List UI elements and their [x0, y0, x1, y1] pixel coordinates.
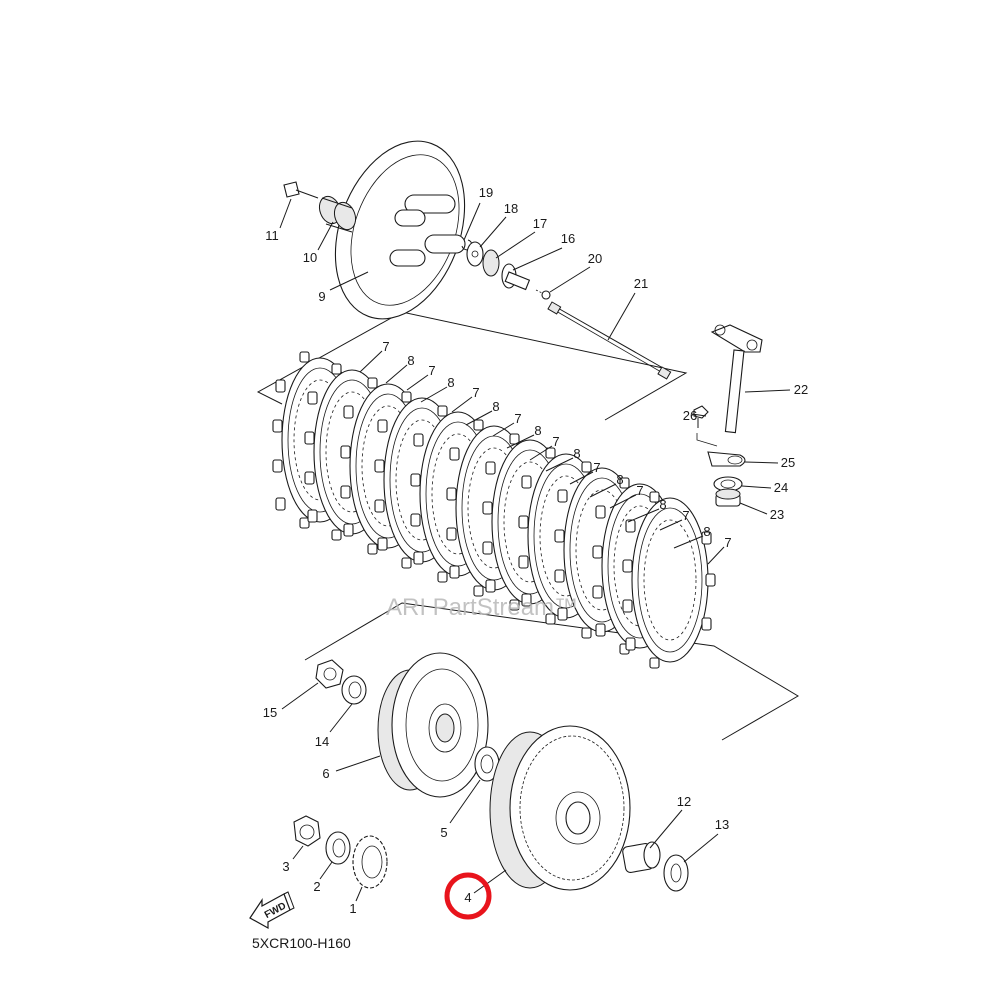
spacer-12 — [622, 841, 661, 873]
callout-5[interactable]: 5 — [440, 825, 447, 840]
bearing-17 — [482, 249, 500, 277]
lock-washer-2 — [325, 831, 351, 865]
callout-plate-7[interactable]: 7 — [682, 508, 689, 523]
nut-3 — [293, 815, 321, 847]
push-lever-shaft-22 — [710, 324, 763, 434]
callout-plate-7[interactable]: 7 — [472, 385, 479, 400]
callout-10[interactable]: 10 — [303, 250, 317, 265]
bolt-11 — [283, 181, 319, 199]
callout-plate-8[interactable]: 8 — [407, 353, 414, 368]
callout-23[interactable]: 23 — [770, 507, 784, 522]
washer-13 — [663, 854, 689, 892]
callout-plate-7[interactable]: 7 — [724, 535, 731, 550]
callout-22[interactable]: 22 — [794, 382, 808, 397]
callout-19[interactable]: 19 — [479, 185, 493, 200]
callout-21[interactable]: 21 — [634, 276, 648, 291]
clutch-boss-6 — [377, 652, 489, 798]
push-rod-21 — [547, 301, 672, 380]
callout-plate-7[interactable]: 7 — [514, 411, 521, 426]
clutch-housing-4 — [489, 725, 631, 891]
push-rod-16 — [501, 263, 531, 291]
needle-bearing-23 — [715, 488, 741, 507]
callout-plate-7[interactable]: 7 — [593, 460, 600, 475]
callout-plate-8[interactable]: 8 — [534, 423, 541, 438]
primary-drive-gear-1 — [352, 835, 388, 889]
callout-labels: 1 2 3 4 5 6 9 10 11 12 13 14 15 16 17 18… — [263, 185, 808, 916]
callout-25[interactable]: 25 — [781, 455, 795, 470]
callout-6[interactable]: 6 — [322, 766, 329, 781]
callout-17[interactable]: 17 — [533, 216, 547, 231]
callout-11[interactable]: 11 — [265, 228, 279, 243]
callout-plate-7[interactable]: 7 — [636, 483, 643, 498]
plate-25 — [707, 451, 746, 467]
callout-2[interactable]: 2 — [313, 879, 320, 894]
washer-18 — [466, 241, 484, 267]
highlight-circle — [444, 872, 492, 920]
callout-4[interactable]: 4 — [464, 890, 471, 905]
callout-26[interactable]: 26 — [683, 408, 697, 423]
callout-9[interactable]: 9 — [318, 289, 325, 304]
callout-1[interactable]: 1 — [349, 901, 356, 916]
fwd-arrow-icon: FWD — [249, 891, 295, 930]
callout-plate-8[interactable]: 8 — [573, 446, 580, 461]
callout-20[interactable]: 20 — [588, 251, 602, 266]
callout-plate-7[interactable]: 7 — [552, 434, 559, 449]
plate-callout-labels: 7 8 7 8 7 8 7 8 7 8 7 8 7 8 7 8 7 — [382, 339, 731, 550]
callout-plate-8[interactable]: 8 — [703, 524, 710, 539]
callout-3[interactable]: 3 — [282, 859, 289, 874]
callout-14[interactable]: 14 — [315, 734, 329, 749]
leader-lines — [279, 198, 791, 902]
spring-10 — [318, 195, 357, 233]
callout-plate-8[interactable]: 8 — [659, 497, 666, 512]
callout-12[interactable]: 12 — [677, 794, 691, 809]
callout-plate-7[interactable]: 7 — [382, 339, 389, 354]
callout-16[interactable]: 16 — [561, 231, 575, 246]
callout-24[interactable]: 24 — [774, 480, 788, 495]
callout-15[interactable]: 15 — [263, 705, 277, 720]
callout-plate-8[interactable]: 8 — [447, 375, 454, 390]
diagram-code: 5XCR100-H160 — [252, 935, 351, 951]
callout-plate-8[interactable]: 8 — [492, 399, 499, 414]
hub-group-bracket — [304, 602, 799, 741]
pressure-plate — [334, 140, 466, 320]
plate-leader-lines — [359, 350, 725, 565]
callout-18[interactable]: 18 — [504, 201, 518, 216]
watermark: ARI PartStream™ — [386, 594, 578, 621]
callout-plate-7[interactable]: 7 — [428, 363, 435, 378]
nut-15 — [315, 659, 344, 689]
callout-13[interactable]: 13 — [715, 817, 729, 832]
ball-20 — [541, 290, 551, 300]
callout-plate-8[interactable]: 8 — [616, 472, 623, 487]
lock-washer-14 — [341, 675, 367, 705]
